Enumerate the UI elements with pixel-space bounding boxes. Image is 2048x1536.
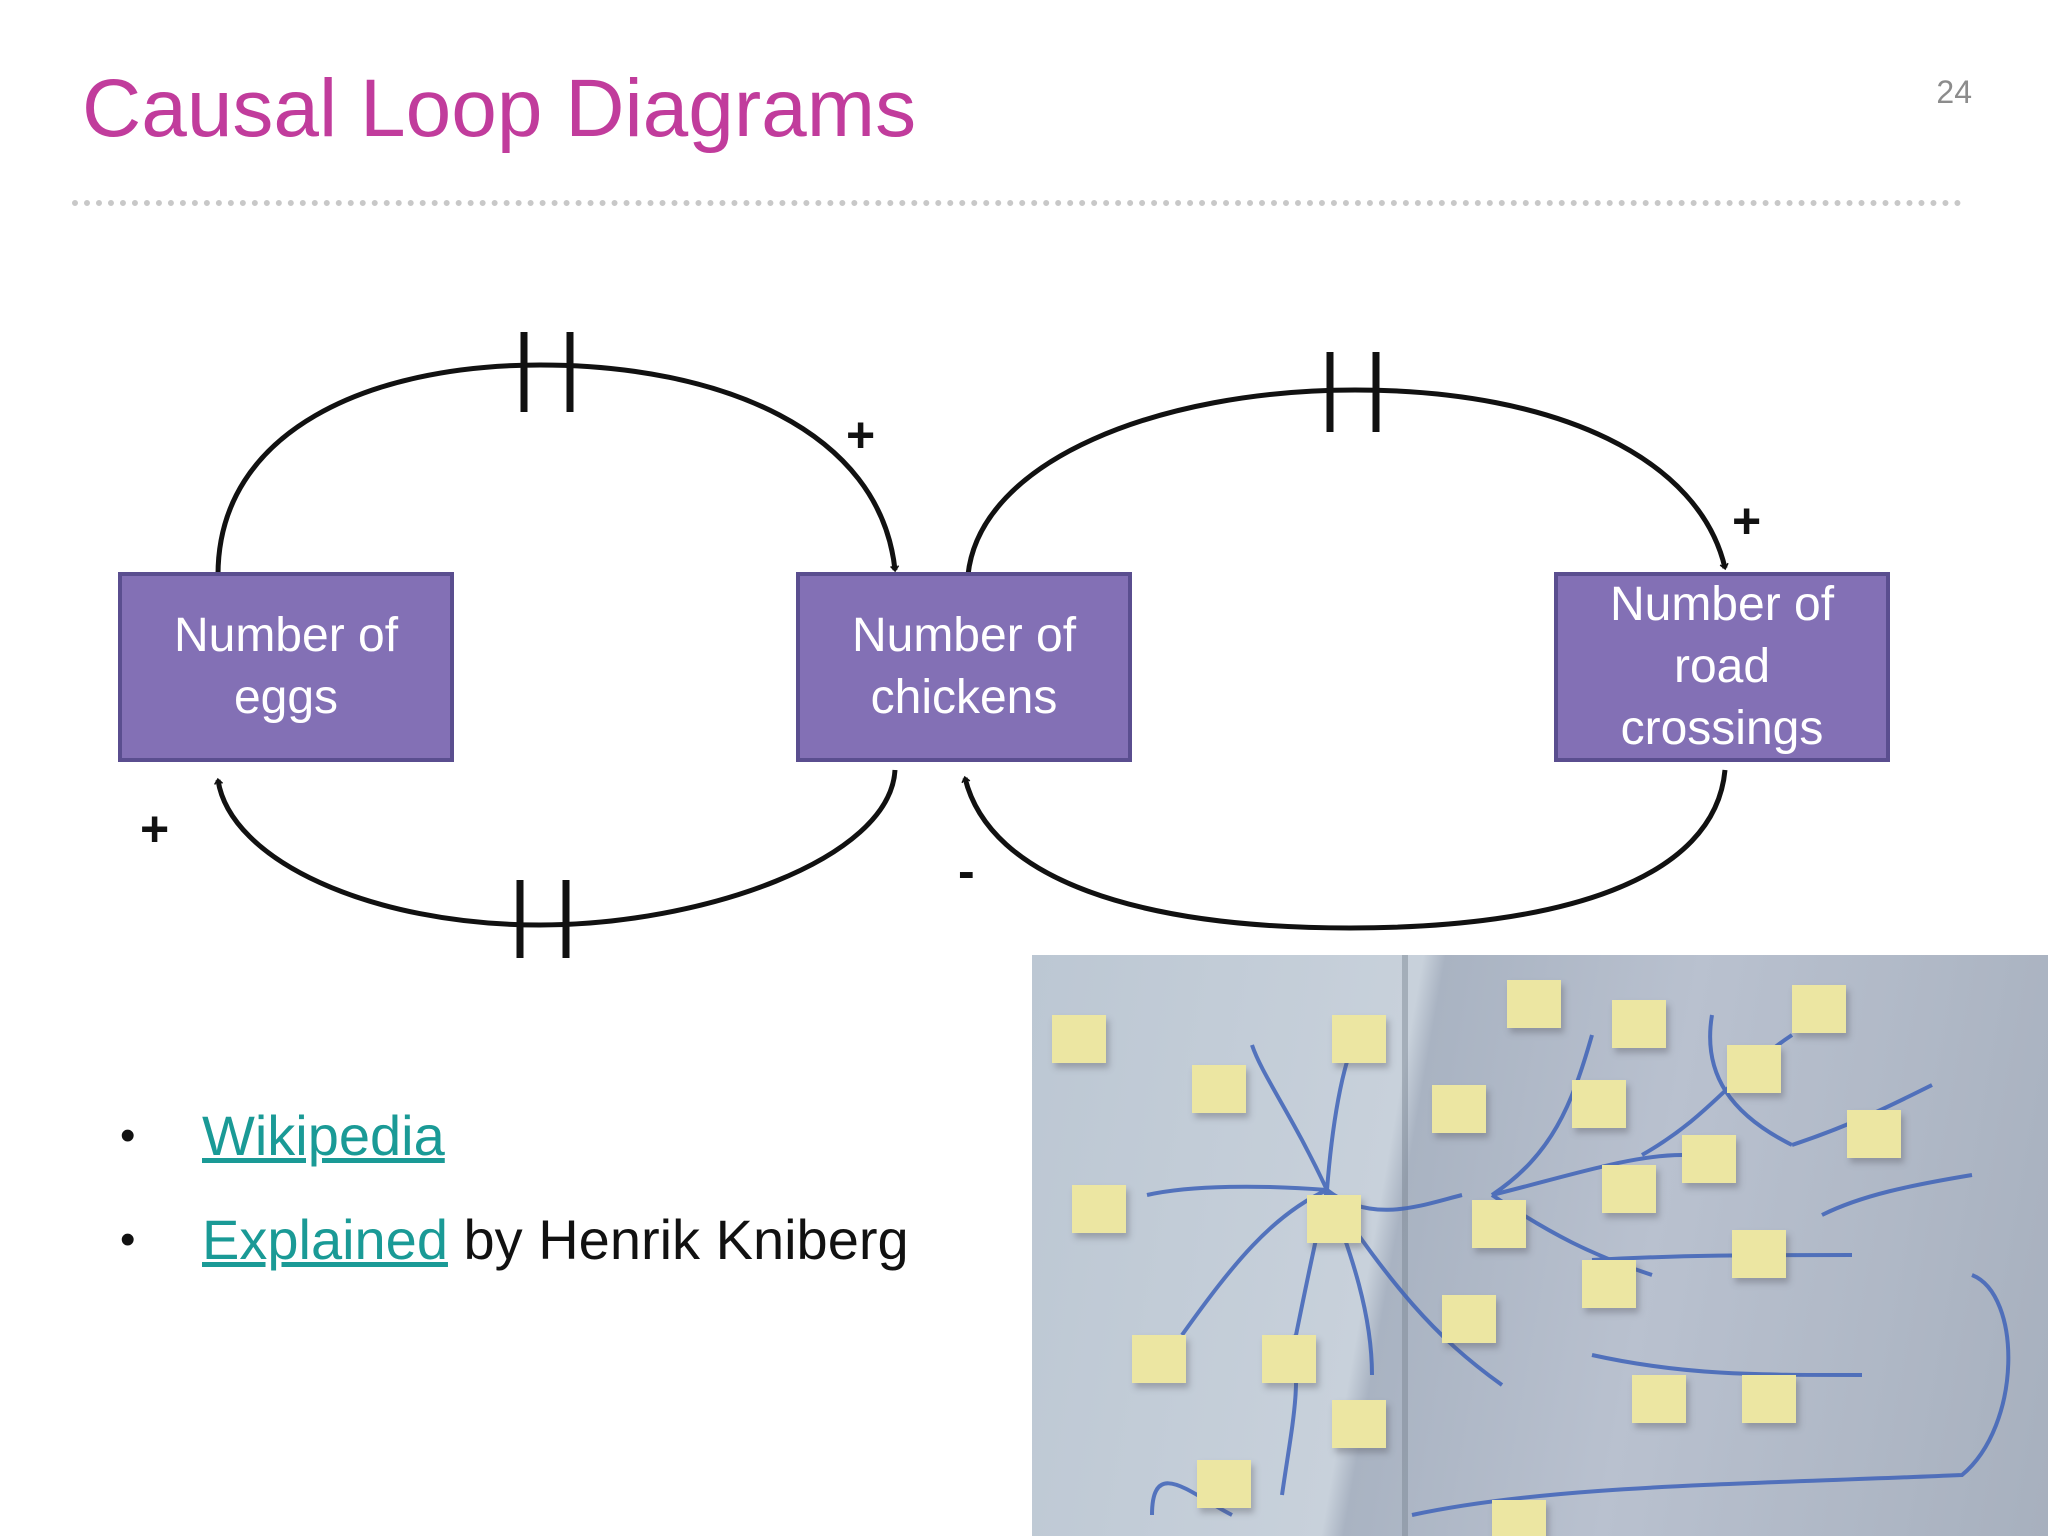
sticky-note bbox=[1197, 1460, 1251, 1508]
sticky-note bbox=[1052, 1015, 1106, 1063]
sticky-note bbox=[1492, 1500, 1546, 1536]
polarity-chickens-to-eggs: + bbox=[140, 801, 170, 857]
sticky-note bbox=[1432, 1085, 1486, 1133]
polarity-road-to-chickens: - bbox=[958, 843, 975, 899]
sticky-note bbox=[1192, 1065, 1246, 1113]
sticky-note bbox=[1732, 1230, 1786, 1278]
sticky-note bbox=[1307, 1195, 1361, 1243]
sticky-note bbox=[1132, 1335, 1186, 1383]
node-number-of-eggs: Number of eggs bbox=[118, 572, 454, 762]
sticky-note bbox=[1612, 1000, 1666, 1048]
sticky-note bbox=[1262, 1335, 1316, 1383]
explained-link[interactable]: Explained bbox=[202, 1208, 448, 1271]
link-road-to-chickens bbox=[961, 769, 1728, 931]
list-item: • Wikipedia bbox=[120, 1090, 909, 1194]
sticky-note bbox=[1472, 1200, 1526, 1248]
node-label: Number of road crossings bbox=[1609, 578, 1835, 755]
page-number: 24 bbox=[1936, 74, 1972, 110]
delay-mark-chickens-eggs bbox=[516, 880, 570, 958]
sticky-note bbox=[1742, 1375, 1796, 1423]
slide-title: Causal Loop Diagrams bbox=[82, 63, 917, 154]
sticky-note bbox=[1582, 1260, 1636, 1308]
link-chickens-to-road bbox=[965, 387, 1729, 576]
sticky-note bbox=[1602, 1165, 1656, 1213]
delay-mark-eggs-chickens bbox=[520, 332, 574, 412]
whiteboard-seam bbox=[1402, 955, 1408, 1536]
sticky-note bbox=[1507, 980, 1561, 1028]
node-label: Number of chickens bbox=[851, 609, 1077, 724]
link-eggs-to-chickens bbox=[215, 362, 900, 576]
title-divider bbox=[72, 200, 1962, 206]
bullet-icon: • bbox=[120, 1215, 136, 1264]
bullet-icon: • bbox=[120, 1111, 136, 1160]
link-chickens-to-eggs bbox=[213, 769, 898, 928]
polarity-eggs-to-chickens: + bbox=[846, 407, 876, 463]
reference-list: • Wikipedia • Explained by Henrik Kniber… bbox=[120, 1090, 909, 1298]
sticky-note bbox=[1332, 1400, 1386, 1448]
node-label: Number of eggs bbox=[173, 609, 399, 724]
list-item-suffix: by Henrik Kniberg bbox=[447, 1208, 909, 1271]
sticky-note bbox=[1572, 1080, 1626, 1128]
sticky-note bbox=[1442, 1295, 1496, 1343]
delay-mark-chickens-road bbox=[1326, 352, 1380, 432]
node-number-of-chickens: Number of chickens bbox=[796, 572, 1132, 762]
sticky-note bbox=[1632, 1375, 1686, 1423]
sticky-note bbox=[1727, 1045, 1781, 1093]
list-item: • Explained by Henrik Kniberg bbox=[120, 1194, 909, 1298]
sticky-note bbox=[1792, 985, 1846, 1033]
whiteboard-photo bbox=[1032, 955, 2048, 1536]
wikipedia-link[interactable]: Wikipedia bbox=[202, 1104, 445, 1167]
sticky-note bbox=[1072, 1185, 1126, 1233]
whiteboard-arrows bbox=[1146, 1014, 2011, 1517]
sticky-note bbox=[1332, 1015, 1386, 1063]
node-number-of-road-crossings: Number of road crossings bbox=[1554, 572, 1890, 762]
polarity-chickens-to-road: + bbox=[1732, 493, 1762, 549]
sticky-note bbox=[1847, 1110, 1901, 1158]
sticky-note bbox=[1682, 1135, 1736, 1183]
causal-loop-diagram bbox=[213, 332, 1729, 958]
